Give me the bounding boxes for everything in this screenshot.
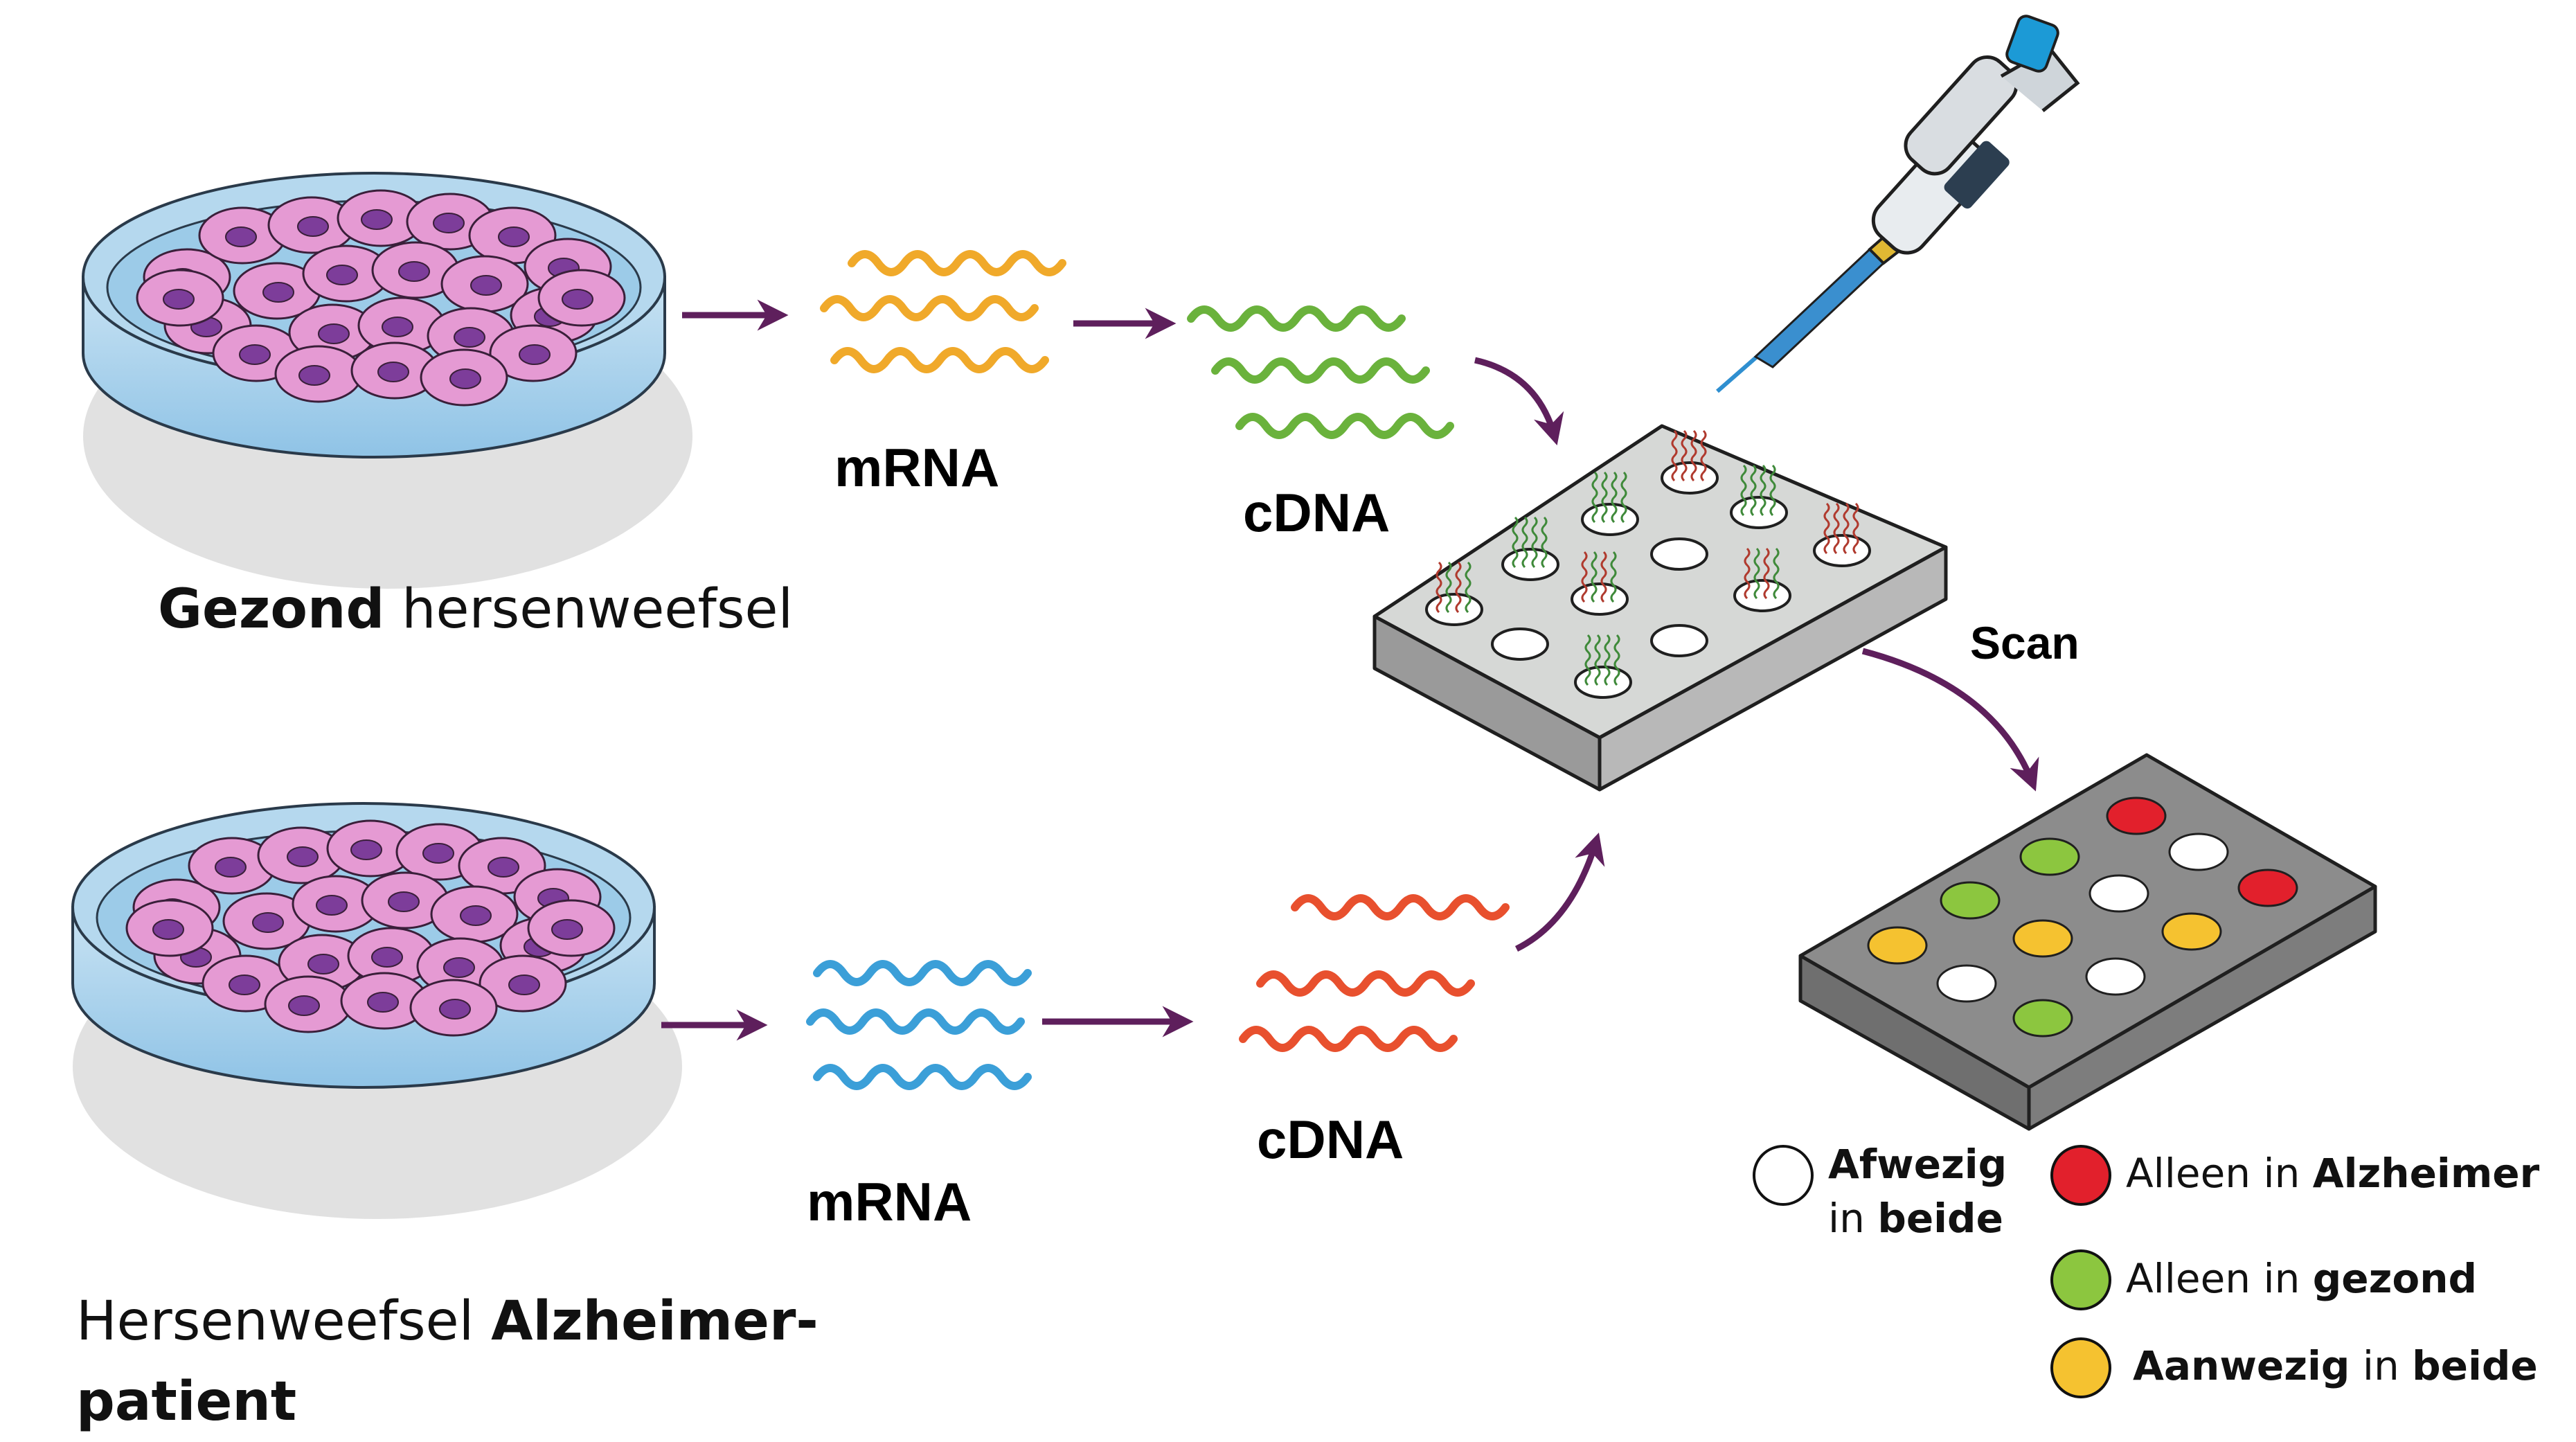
chip-well <box>1571 551 1629 616</box>
cell <box>527 899 616 957</box>
patient-tissue-caption: Hersenweefsel Alzheimer- patient <box>76 1290 819 1433</box>
cell <box>326 819 415 878</box>
chip-well <box>1501 516 1559 581</box>
strand <box>806 1008 1025 1035</box>
cell <box>489 324 578 382</box>
petri-dish-icon <box>71 802 682 1219</box>
strand <box>813 960 1032 986</box>
legend-text-both: Aanwezig in beide <box>2133 1342 2538 1389</box>
healthy-tissue-caption: Gezond hersenweefsel <box>158 578 794 641</box>
result-array-icon <box>1798 753 2377 1131</box>
strand <box>1187 305 1406 332</box>
result-spot <box>1940 881 2001 920</box>
mrna-strands-top <box>820 250 1066 373</box>
cdna-strands-bottom <box>1239 894 1510 1052</box>
cdna-label-top: cDNA <box>1243 482 1390 543</box>
strand <box>848 250 1066 276</box>
result-spot <box>2106 796 2167 835</box>
cell <box>302 244 391 303</box>
legend <box>1753 1145 2111 1398</box>
mrna-strands-bottom <box>806 960 1032 1090</box>
cell <box>340 972 429 1030</box>
arrow-chip-to-result <box>1861 648 2039 792</box>
cell <box>257 826 346 884</box>
strand <box>813 1064 1032 1090</box>
arrow-cdna-to-chip-top <box>1474 357 1564 446</box>
microarray-chip-icon <box>1372 424 1948 792</box>
cdna-strands-top <box>1187 305 1454 439</box>
mrna-label-top: mRNA <box>834 437 1000 498</box>
legend-dot-healthy <box>2050 1249 2111 1310</box>
legend-dot-absent <box>1753 1145 1814 1206</box>
arrow-cdna-to-chip-bottom <box>1514 833 1605 952</box>
cell <box>337 189 425 247</box>
legend-dot-alzheimer <box>2050 1145 2111 1206</box>
chip-well <box>1813 502 1871 567</box>
chip-well <box>1733 547 1791 612</box>
legend-text-alzheimer: Alleen in Alzheimer <box>2126 1150 2540 1197</box>
strand <box>1211 357 1430 384</box>
legend-dot-both <box>2050 1337 2111 1398</box>
result-spot <box>2161 912 2222 951</box>
strand <box>830 347 1049 373</box>
chip-well <box>1581 471 1639 536</box>
cell <box>409 979 498 1037</box>
cell <box>537 269 626 327</box>
strand <box>1235 413 1454 439</box>
cells <box>136 189 626 407</box>
cell <box>420 348 508 407</box>
result-spot <box>1936 964 1997 1003</box>
cells <box>125 819 616 1037</box>
cell <box>233 262 321 320</box>
cell <box>371 241 460 299</box>
chip-well <box>1425 561 1483 626</box>
pipette-icon <box>1716 15 2080 393</box>
result-spot <box>2088 874 2149 913</box>
chip-well <box>1650 537 1708 571</box>
cell <box>222 892 311 950</box>
legend-text-absent: Afwezig in beide <box>1828 1141 2007 1242</box>
arrows <box>661 299 2039 1041</box>
chip-well <box>1574 634 1632 699</box>
cell <box>198 206 287 265</box>
cell <box>440 255 529 313</box>
chip-well <box>1650 624 1708 657</box>
petri-dish-icon <box>82 172 692 589</box>
strand <box>1239 1026 1458 1052</box>
legend-text-healthy: Alleen in gezond <box>2126 1255 2478 1302</box>
mrna-label-bottom: mRNA <box>807 1171 972 1232</box>
strand <box>820 295 1039 321</box>
result-spot <box>2085 957 2146 996</box>
cell <box>125 899 214 957</box>
cell <box>478 954 567 1013</box>
result-spot <box>2019 837 2080 876</box>
scan-label: Scan <box>1970 617 2079 668</box>
strand <box>1291 894 1510 920</box>
strand <box>1256 970 1475 997</box>
chip-well <box>1730 464 1788 529</box>
result-spot <box>2237 869 2298 907</box>
cell <box>136 269 224 327</box>
cell <box>264 975 352 1033</box>
result-spot <box>1867 926 1928 965</box>
chip-well <box>1661 429 1719 495</box>
result-spot <box>2168 833 2229 871</box>
cell <box>350 341 439 400</box>
cell <box>274 345 363 403</box>
result-spot <box>2012 919 2073 958</box>
result-spot <box>2012 999 2073 1038</box>
cdna-label-bottom: cDNA <box>1257 1109 1404 1170</box>
chip-well <box>1491 627 1549 661</box>
